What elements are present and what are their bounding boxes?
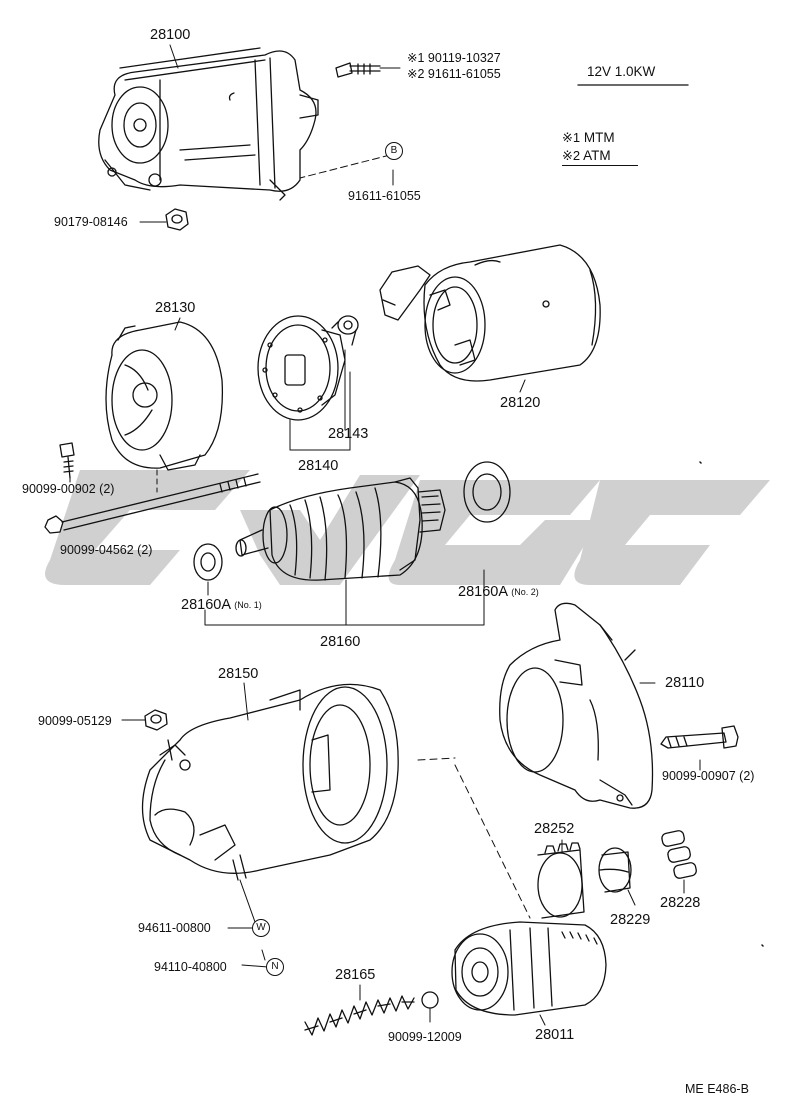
- label-28228: 28228: [660, 895, 701, 911]
- field-frame-28120: [379, 244, 601, 382]
- drive-housing-28110: [499, 602, 654, 809]
- label-28160a-no1-number: 28160A: [181, 597, 231, 613]
- label-28252: 28252: [534, 821, 575, 837]
- legend-mtm-mark: ※1: [562, 130, 581, 145]
- label-90099-05129: 90099-05129: [38, 714, 112, 728]
- brush-holder-28140: [257, 315, 346, 421]
- label-28160a-no2-note: (No. 2): [511, 587, 539, 597]
- label-28160a-no1-note: (No. 1): [234, 600, 262, 610]
- end-frame-28130: [105, 321, 224, 471]
- spring-28143: [331, 315, 359, 346]
- label-28143: 28143: [328, 426, 369, 442]
- bearing-28160A-no1: [193, 543, 223, 581]
- label-28140: 28140: [298, 458, 339, 474]
- label-90099-00902: 90099-00902 (2): [22, 482, 115, 496]
- nut-90099-05129: [144, 709, 168, 731]
- through-bolt-90099-04562: [44, 473, 261, 534]
- label-28011: 28011: [535, 1027, 575, 1043]
- bolt-variant-1-mark: ※1: [407, 51, 425, 65]
- label-28165: 28165: [335, 967, 376, 983]
- label-94110-40800: 94110-40800: [154, 960, 227, 974]
- housing-28150: [141, 683, 399, 881]
- label-28120: 28120: [500, 395, 541, 411]
- label-94611-00800: 94611-00800: [138, 921, 211, 935]
- rollers-28228: [661, 830, 697, 879]
- gear-28252: [537, 842, 585, 919]
- bolt-90099-00907: [660, 725, 739, 749]
- top-bolt: [335, 62, 401, 78]
- label-90099-12009: 90099-12009: [388, 1030, 462, 1044]
- legend-mtm-text: MTM: [583, 130, 615, 145]
- bearing-28160A-no2: [463, 461, 511, 523]
- spec-label: 12V 1.0KW: [587, 64, 656, 79]
- watermark: [45, 470, 770, 585]
- spring-28165: [304, 995, 415, 1036]
- legend-atm: ※2 ATM: [562, 149, 638, 166]
- starter-assembly-28100: [98, 47, 319, 201]
- legend-mtm: ※1 MTM: [562, 131, 615, 145]
- label-28110: 28110: [665, 675, 705, 691]
- label-28160a-no2: 28160A (No. 2): [458, 585, 539, 600]
- label-28160: 28160: [320, 634, 361, 650]
- label-91611-61055: 91611-61055: [348, 189, 421, 203]
- label-90179-08146: 90179-08146: [54, 215, 128, 229]
- marker-n-circle: N: [266, 958, 284, 976]
- label-28160a-no2-number: 28160A: [458, 584, 508, 600]
- footer-code: ME E486-B: [685, 1082, 749, 1096]
- label-28229: 28229: [610, 912, 651, 928]
- legend-atm-mark: ※2: [562, 148, 581, 163]
- label-90099-00907: 90099-00907 (2): [662, 769, 755, 783]
- bolt-variant-2-mark: ※2: [407, 67, 425, 81]
- armature-28160: [235, 477, 446, 581]
- clutch-28011: [451, 921, 607, 1016]
- label-28160a-no1: 28160A (No. 1): [181, 598, 262, 613]
- label-28150: 28150: [218, 666, 259, 682]
- bolt-variant-1-part: 90119-10327: [427, 51, 501, 65]
- nut-90179: [165, 208, 189, 231]
- marker-b-circle: B: [385, 142, 403, 160]
- bolt-variant-2: ※2 91611-61055: [407, 68, 501, 81]
- legend-atm-text: ATM: [583, 148, 611, 163]
- bolt-90099-00902: [59, 442, 75, 479]
- label-28130: 28130: [155, 300, 196, 316]
- bolt-variant-2-part: 91611-61055: [427, 67, 501, 81]
- bolt-variant-1: ※1 90119-10327: [407, 52, 501, 65]
- label-28100: 28100: [150, 27, 191, 43]
- label-90099-04562: 90099-04562 (2): [60, 543, 153, 557]
- marker-w-circle: W: [252, 919, 270, 937]
- retainer-28229: [598, 847, 632, 893]
